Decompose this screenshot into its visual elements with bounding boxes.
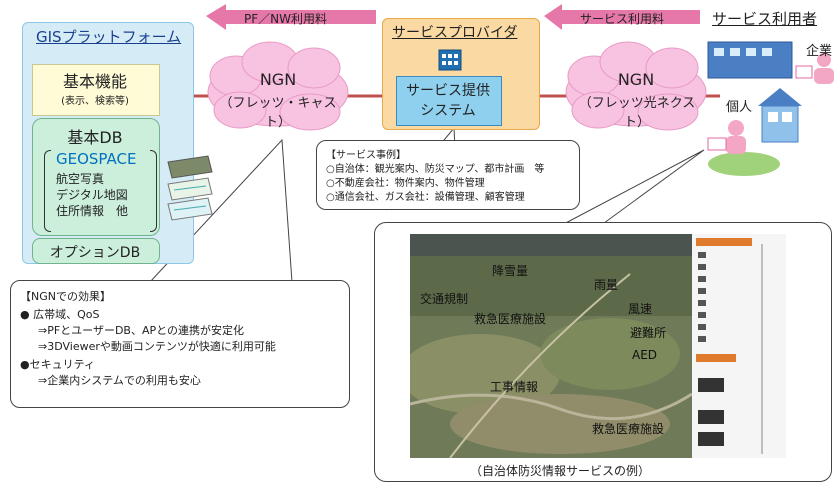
enterprise-building-icon — [707, 41, 793, 79]
ngn-right-sub: （フレッツ光ネクスト） — [578, 96, 696, 130]
map-label-aed[interactable]: AED — [632, 348, 658, 362]
basic-function-sub: (表示、検索等) — [61, 96, 129, 107]
ngn-left-label: NGN — [259, 70, 297, 89]
map-toolbar — [410, 234, 692, 256]
ngn-effect-line: ● 広帯域、QoS — [20, 308, 100, 321]
map-label-emergency-hospital-2[interactable]: 救急医療施設 — [592, 422, 665, 436]
ngn-effect-line: ●セキュリティ — [20, 358, 95, 371]
service-fee-arrow — [544, 4, 700, 30]
option-db-box — [32, 238, 160, 264]
db-item-address: 住所情報 他 — [56, 204, 129, 218]
ngn-right-cloud — [565, 41, 707, 131]
pf-fee-label: PF／NW利用料 — [244, 12, 327, 26]
basic-db-title: 基本DB — [67, 128, 123, 147]
db-item-digital-map: デジタル地図 — [56, 188, 128, 202]
db-bracket-right — [150, 150, 157, 232]
ngn-effect-line: ⇒PFとユーザーDB、APとの連携が安定化 — [38, 324, 245, 337]
ngn-effect-line: ⇒企業内システムでの利用も安心 — [38, 374, 201, 387]
map-label-shelter[interactable]: 避難所 — [630, 326, 667, 340]
map-label-construction[interactable]: 工事情報 — [490, 380, 539, 394]
db-item-aerial: 航空写真 — [56, 172, 105, 186]
ngn-effects-title: 【NGNでの効果】 — [20, 290, 111, 303]
disaster-map-view[interactable] — [410, 234, 692, 458]
pf-fee-arrow — [206, 4, 376, 30]
enterprise-person-icon — [817, 53, 831, 67]
service-cases-callout — [316, 140, 580, 210]
map-label-snowfall[interactable]: 降雪量 — [492, 264, 529, 278]
service-system-line1: サービス提供 — [406, 83, 490, 99]
individual-person-icon — [728, 120, 744, 136]
service-case-item: ○不動産会社：物件案内、物件管理 — [326, 178, 485, 189]
service-users-title: サービス利用者 — [712, 10, 818, 28]
map-layers-icon — [167, 155, 213, 221]
map-pointer — [559, 149, 705, 227]
geospace-label: GEOSPACE — [56, 150, 137, 168]
service-fee-label: サービス利用料 — [580, 12, 665, 26]
server-building-icon — [438, 49, 462, 71]
map-label-emergency-hospital[interactable]: 救急医療施設 — [474, 312, 547, 326]
map-caption: （自治体防災情報サービスの例） — [470, 464, 651, 478]
map-legend-panel — [692, 234, 786, 458]
ngn-left-sub: （フレッツ・キャスト） — [219, 96, 337, 130]
map-label-rainfall[interactable]: 雨量 — [594, 278, 619, 292]
service-system-box — [396, 76, 502, 126]
db-bracket-left — [44, 150, 51, 232]
option-db-label: オプションDB — [49, 245, 141, 261]
gis-platform-title: GISプラットフォーム — [36, 28, 182, 46]
map-label-traffic-control[interactable]: 交通規制 — [420, 292, 469, 306]
basic-function-title: 基本機能 — [62, 72, 127, 91]
ngn-left-cloud — [207, 41, 349, 131]
basic-function-box — [32, 64, 160, 116]
basic-db-cylinder — [32, 118, 160, 236]
service-cases-title: 【サービス事例】 — [326, 150, 406, 161]
map-label-wind-speed[interactable]: 風速 — [628, 302, 653, 316]
service-case-item: ○自治体：観光案内、防災マップ、都市計画 等 — [326, 164, 545, 175]
ngn-effects-callout — [10, 280, 350, 408]
terrain-texture — [410, 234, 692, 458]
house-icon — [758, 88, 802, 106]
service-system-line2: システム — [420, 103, 476, 119]
service-case-item: ○通信会社、ガス会社：設備管理、顧客管理 — [326, 192, 525, 203]
ngn-right-label: NGN — [617, 70, 655, 89]
service-provider-title: サービスプロバイダ — [392, 25, 518, 41]
users-illustration — [707, 41, 834, 176]
individual-label: 個人 — [726, 100, 753, 115]
enterprise-label: 企業 — [806, 44, 833, 59]
ngn-effect-line: ⇒3DViewerや動画コンテンツが快適に利用可能 — [38, 340, 276, 353]
